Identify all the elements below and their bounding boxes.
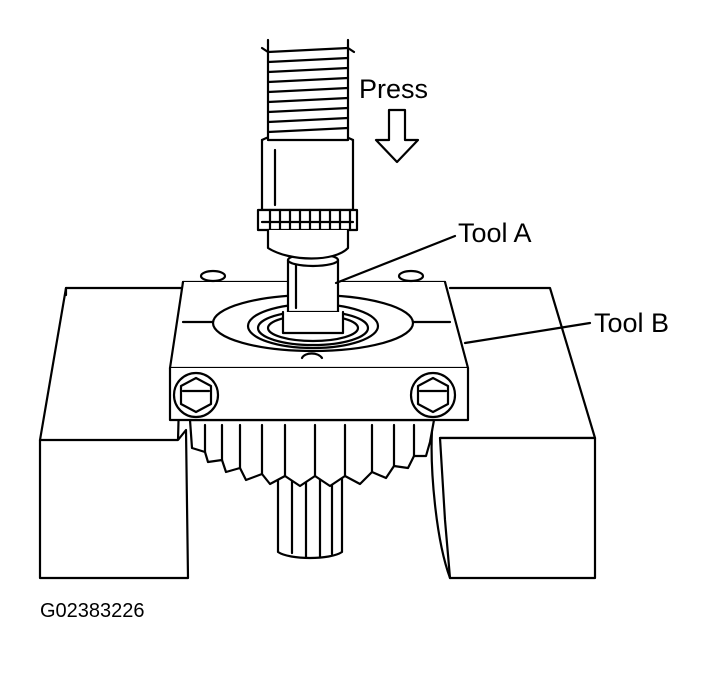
press-arrow-icon [374,108,420,164]
press-ram [260,38,356,142]
press-adapter [256,131,359,260]
tool-a-leader [334,234,457,285]
bolt-left [172,371,220,419]
left-support-block [38,286,190,580]
tool-a-label: Tool A [458,218,532,248]
gear [188,418,436,488]
right-support-block [430,286,597,580]
tool-a [281,252,345,335]
bolt-right [409,371,457,419]
press-label: Press [359,74,429,104]
figure-code: G02383226 [40,600,145,622]
tool-b-leader [463,321,592,345]
splined-shaft [276,468,344,560]
tool-b-label: Tool B [594,308,670,338]
